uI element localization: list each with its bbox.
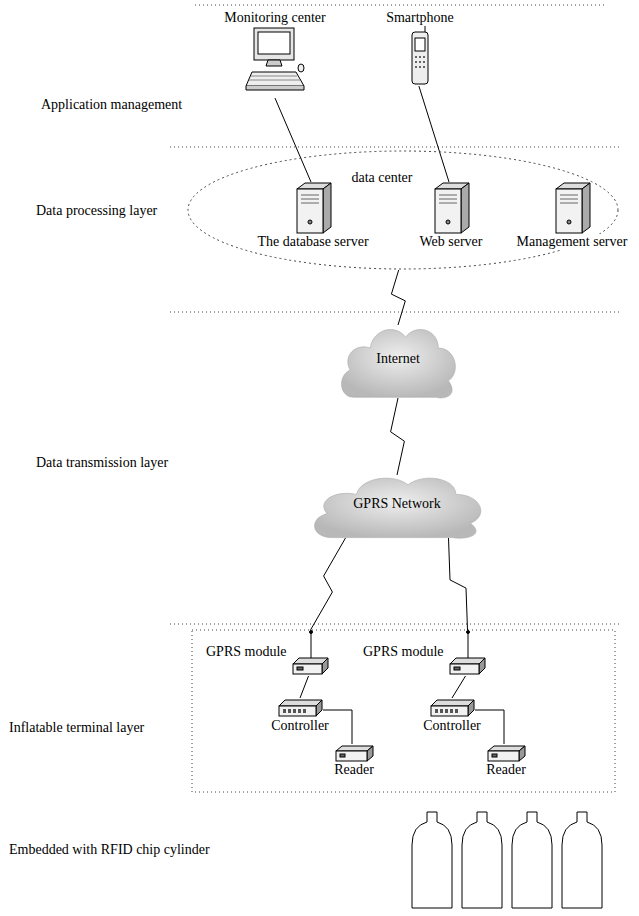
layer-label: Inflatable terminal layer [8,720,145,736]
monitoring-computer: Monitoring center [223,10,326,98]
wire-connector [419,86,449,182]
node-label: Reader [485,762,527,778]
wireless-link [391,270,405,325]
node-label: The database server [256,234,369,250]
wireless-link [391,398,405,475]
node-label: Smartphone [385,10,455,26]
rfid-reader: Reader [485,744,527,778]
node-label: Controller [422,718,482,734]
gas-cylinder [462,812,502,908]
rfid-reader-icon [334,744,374,762]
rfid-reader-icon [486,744,526,762]
layer-separator [170,147,620,148]
wireless-link [311,538,346,630]
node-label: GPRS module [205,644,288,660]
node-label: data center [350,170,413,186]
layer-separator [195,5,605,6]
node-label: GPRS Network [352,496,442,512]
gprs-module: GPRS module [362,630,486,676]
node-label: GPRS module [362,644,445,660]
server-icon-icon [293,182,333,234]
gas-cylinder [412,812,452,908]
server-icon-icon [431,182,471,234]
gas-cylinder [562,812,602,908]
server-icon-icon [552,182,592,234]
layer-label: Application management [40,97,183,113]
layer-separator [170,624,620,625]
controller-device-icon [277,698,323,718]
network-cloud: GPRS Network [305,468,489,540]
node-label: Monitoring center [223,10,326,26]
layer-label: Data transmission layer [35,455,169,471]
wireless-link [449,538,468,630]
node-label: Internet [375,351,421,367]
node-label: Web server [418,234,483,250]
node-label: Reader [333,762,375,778]
server-icon: Management server [516,182,629,250]
gprs-module-icon [289,630,329,676]
smartphone-device: Smartphone [385,10,455,86]
layer-label: Data processing layer [35,203,158,219]
monitoring-computer-icon [244,26,306,98]
network-cloud: Internet [335,318,461,400]
gprs-module: GPRS module [205,630,329,676]
gas-cylinder [512,812,552,908]
node-label: Controller [270,718,330,734]
data-center-ellipse: data centerThe database server Web server… [187,150,619,270]
node-label: Management server [516,234,629,250]
wire-connector [275,98,311,182]
wire-connector [300,676,309,698]
terminal-box [192,630,615,792]
smartphone-device-icon [409,26,431,86]
controller-device: Controller [270,698,330,734]
server-icon: Web server [418,182,483,250]
gprs-module-icon [446,630,486,676]
layer-label: Embedded with RFID chip cylinder [8,842,211,858]
controller-device: Controller [422,698,482,734]
rfid-reader: Reader [333,744,375,778]
layer-separator [170,312,620,313]
wire-connector [452,676,466,698]
controller-device-icon [429,698,475,718]
server-icon: The database server [256,182,369,250]
